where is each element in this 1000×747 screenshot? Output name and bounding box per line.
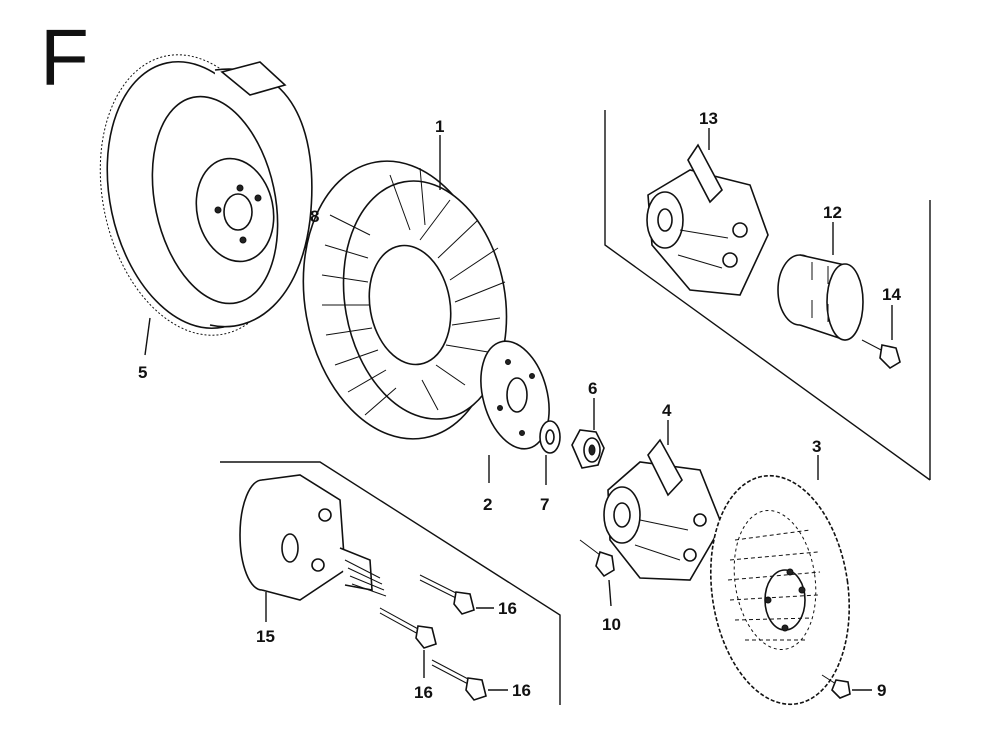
- bolt-16b-part: [379, 607, 437, 649]
- pulley-13-part: [646, 143, 769, 296]
- bolt-16a-part: [419, 574, 475, 615]
- callout-16c: 16: [512, 681, 531, 700]
- callout-1: 1: [435, 117, 444, 136]
- lower-inset-frame: [220, 461, 561, 705]
- flywheel-part: [99, 54, 313, 336]
- bolt-14-part: [861, 339, 901, 370]
- bolt-9-part: [821, 674, 851, 699]
- callout-15: 15: [256, 627, 275, 646]
- callout-12: 12: [823, 203, 842, 222]
- washer-plate-part: [480, 340, 550, 450]
- callout-7: 7: [540, 495, 549, 514]
- callout-8: 8: [310, 207, 319, 226]
- nut-part: [571, 429, 605, 469]
- callout-6: 6: [588, 379, 597, 398]
- cooling-fan-part: [302, 160, 508, 440]
- callout-14: 14: [882, 285, 901, 304]
- callout-16b: 16: [414, 683, 433, 702]
- callout-4: 4: [662, 401, 672, 420]
- section-letter: F: [40, 13, 89, 102]
- leader-10: [608, 579, 612, 607]
- callout-5: 5: [138, 363, 147, 382]
- inset-frame: [604, 110, 931, 481]
- cup-12-part: [777, 254, 864, 341]
- leader-5: [144, 317, 151, 356]
- callout-2: 2: [483, 495, 492, 514]
- callout-9: 9: [877, 681, 886, 700]
- screen-grid-part: [709, 474, 851, 706]
- starter-cup-15-part: [239, 474, 387, 601]
- callout-13: 13: [699, 109, 718, 128]
- callout-10: 10: [602, 615, 621, 634]
- starter-pulley-part: [603, 438, 723, 581]
- callout-16a: 16: [498, 599, 517, 618]
- bolt-10-part: [579, 539, 615, 578]
- bolt-16c-part: [431, 659, 487, 701]
- callout-3: 3: [812, 437, 821, 456]
- washer-part: [539, 420, 561, 454]
